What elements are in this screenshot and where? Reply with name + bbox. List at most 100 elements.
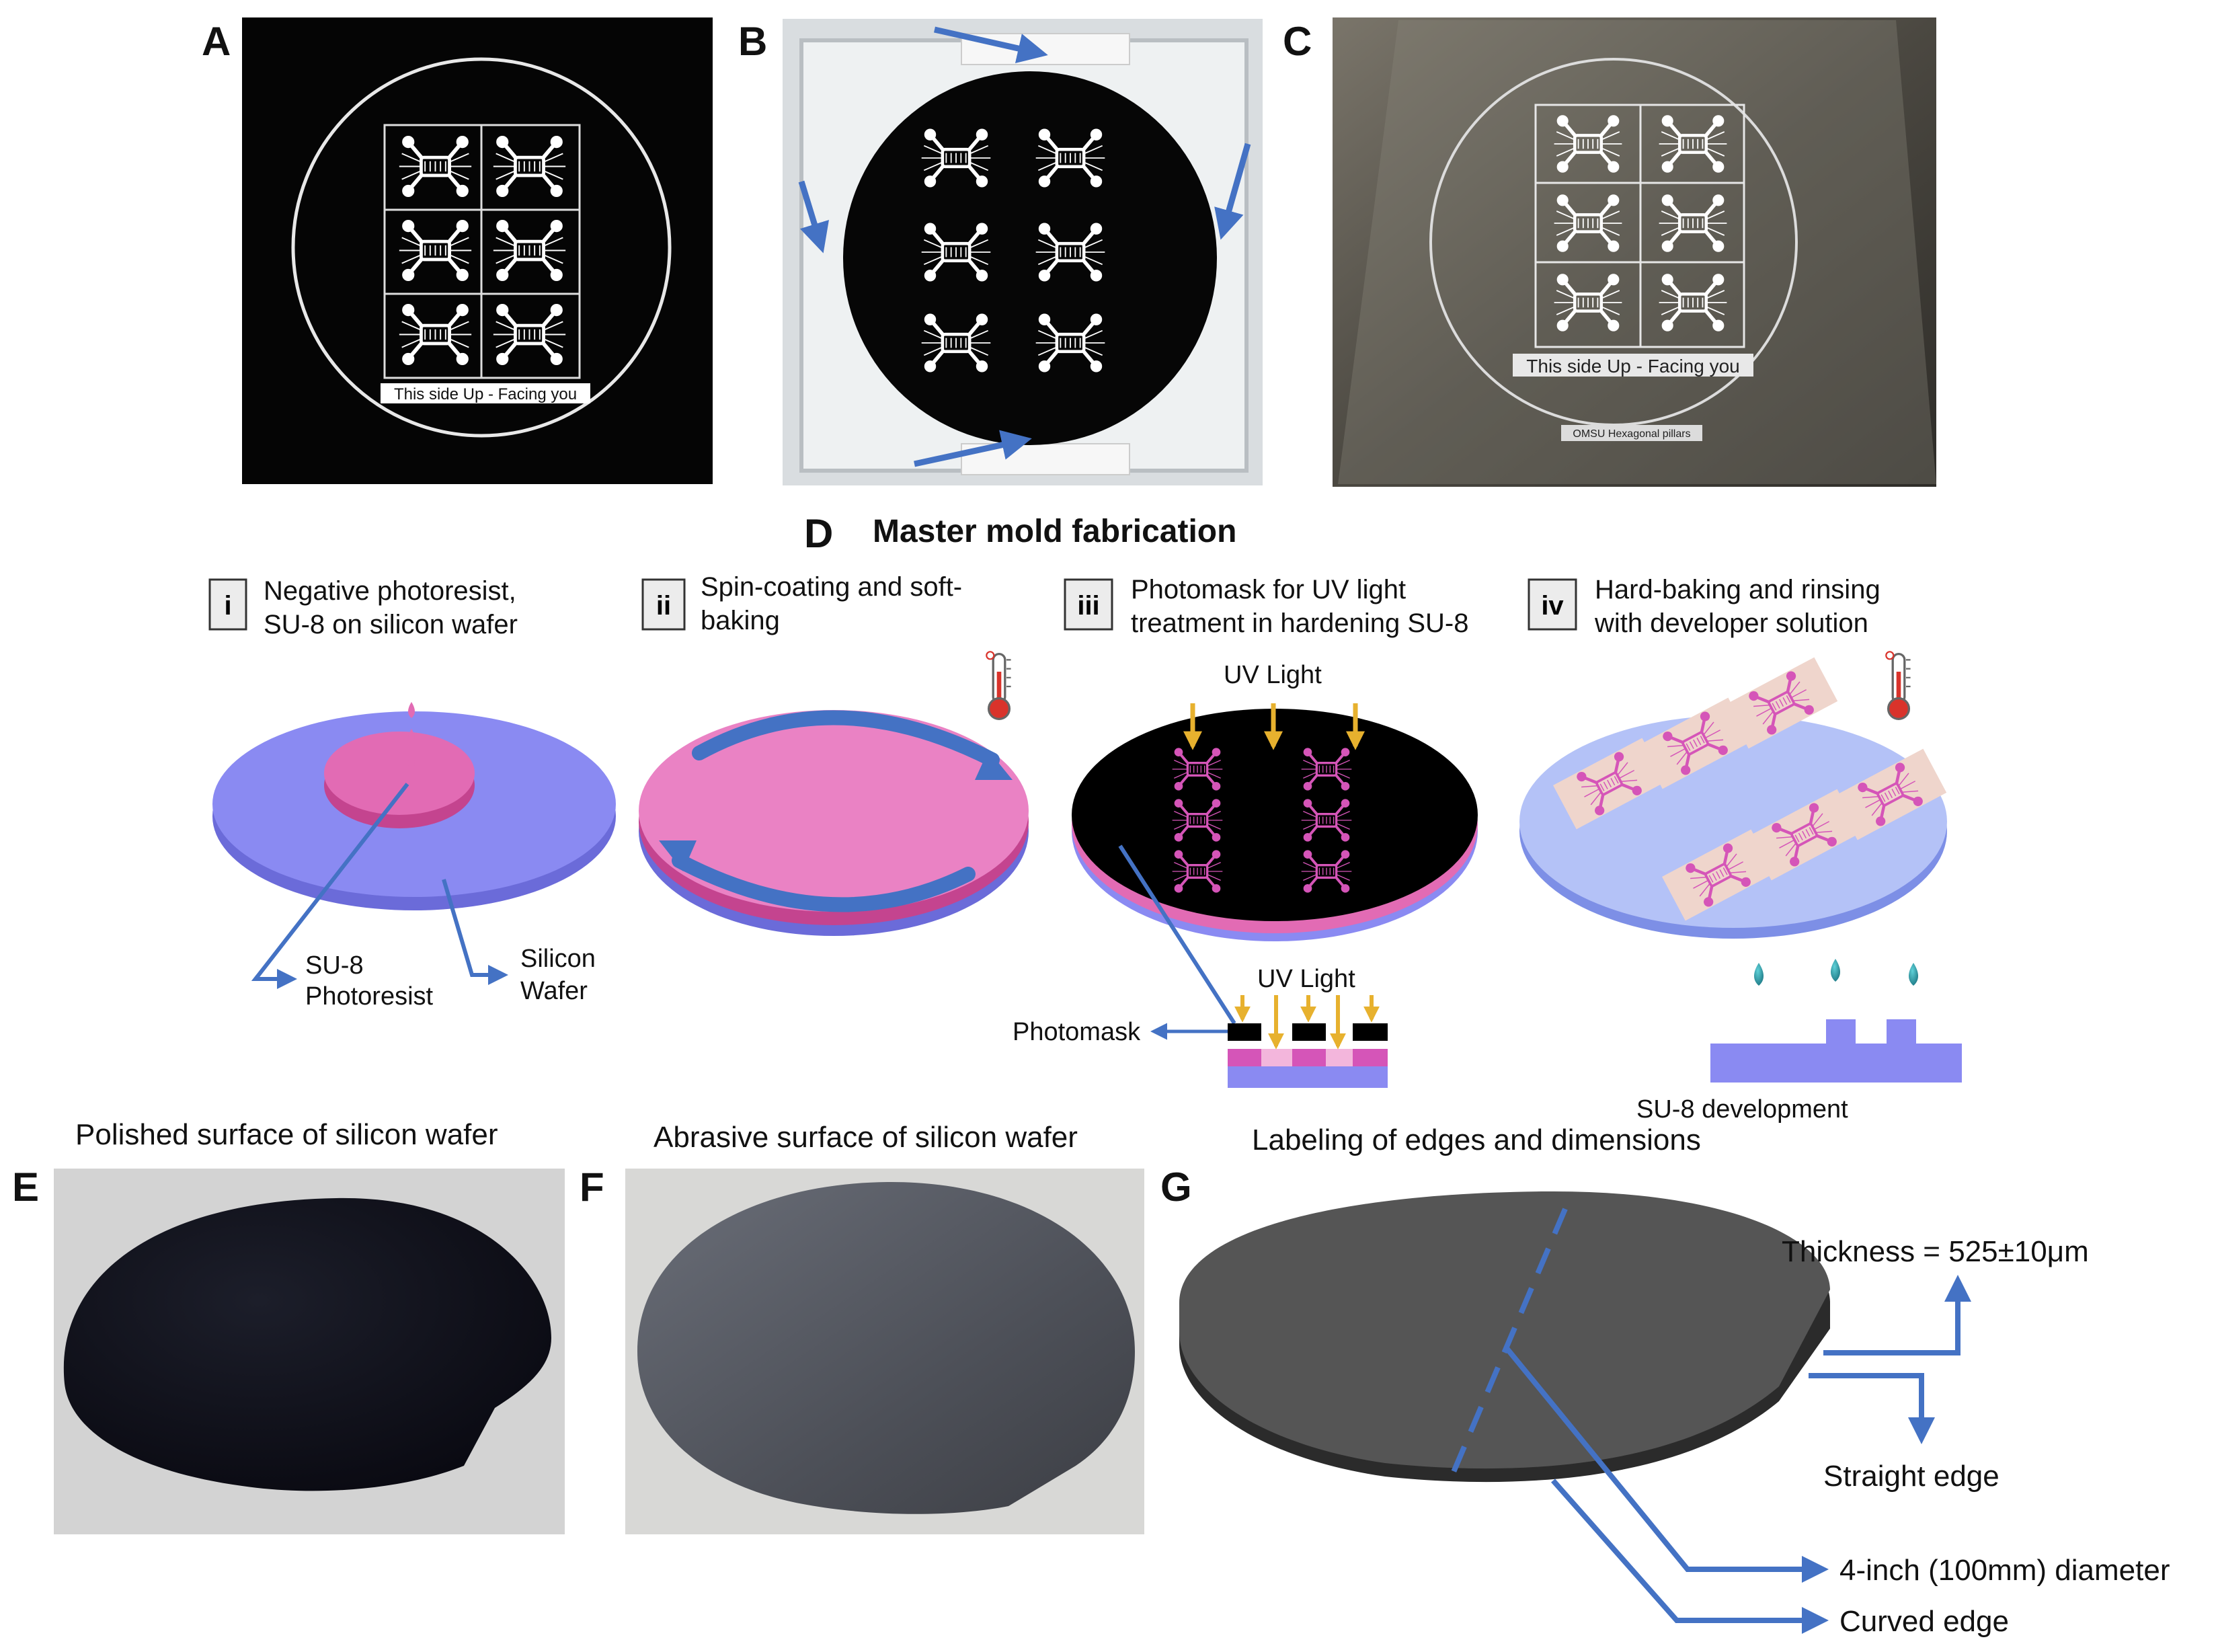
panel-d-title: Master mold fabrication: [873, 514, 1236, 549]
panel-label-a: A: [202, 19, 231, 64]
wafer-black: [843, 71, 1217, 445]
photomask: [1072, 709, 1478, 921]
drop: [408, 729, 415, 745]
step-text-line2: baking: [701, 606, 780, 635]
rotation-arrowhead: [659, 840, 697, 871]
step-num-box: [208, 578, 247, 631]
corner-label-box: [1561, 425, 1702, 441]
wafer-top: [1179, 1191, 1830, 1469]
panel-label-b: B: [738, 19, 767, 64]
step-text-line1: Hard-baking and rinsing: [1595, 575, 1880, 604]
rotation-arrowhead: [975, 750, 1013, 780]
drop: [408, 754, 415, 771]
step-num-box: [1528, 578, 1577, 631]
thermometer-icon: [985, 650, 1013, 721]
step-text-line2: SU-8 on silicon wafer: [264, 610, 518, 639]
step-i-illustration: SU-8 Photoresist Silicon Wafer: [212, 702, 616, 1011]
spin-coated-su8: [639, 710, 1029, 912]
development-label: SU-8 development: [1636, 1095, 1848, 1124]
alignment-arrows: [798, 26, 1251, 467]
straight-edge-arrow: [1809, 1373, 1935, 1444]
corner-label: OMSU Hexagonal pillars: [1573, 428, 1690, 440]
glass-mold-photo: [1333, 17, 1936, 487]
diameter-label: 4-inch (100mm) diameter: [1839, 1554, 2170, 1587]
step-num-box: [1064, 578, 1113, 631]
photomask-label: Photomask: [1013, 1018, 1141, 1046]
mask-text-box: [1513, 354, 1753, 377]
panel-b: B: [738, 19, 1263, 485]
rotation-arrow: [692, 710, 1000, 767]
wafer-outline: [291, 57, 672, 438]
step-num: iii: [1077, 591, 1099, 621]
uv-light-inset-label: UV Light: [1257, 965, 1355, 993]
uv-arrows: [1183, 703, 1365, 750]
panel-label-c: C: [1283, 19, 1312, 64]
panel-e-caption: Polished surface of silicon wafer: [75, 1118, 498, 1151]
panel-g-caption: Labeling of edges and dimensions: [1252, 1124, 1701, 1156]
step-header-iii: iii Photomask for UV light treatment in …: [1064, 575, 1469, 638]
panel-d: D Master mold fabrication i Negative pho…: [208, 511, 1962, 1124]
rotation-arrow: [672, 853, 976, 912]
mask-text: This side Up - Facing you: [1526, 356, 1739, 377]
mask-text-box: [381, 383, 590, 403]
step-header-ii: ii Spin-coating and soft- baking: [641, 572, 962, 635]
photomask-film: [242, 17, 713, 484]
panel-label-d: D: [804, 511, 833, 556]
step-iv-illustration: SU-8 development: [1519, 650, 1962, 1124]
chip-array: [1534, 104, 1745, 348]
panel-f: Abrasive surface of silicon wafer F: [580, 1121, 1144, 1534]
uv-light-label: UV Light: [1224, 661, 1322, 689]
inset-mask: [1228, 1023, 1261, 1041]
step-text-line1: Photomask for UV light: [1131, 575, 1406, 604]
curved-edge-label: Curved edge: [1839, 1605, 2009, 1638]
su8-label-line1: SU-8: [305, 951, 364, 980]
step-ii-illustration: [639, 650, 1029, 936]
developer-drop: [1754, 963, 1764, 986]
su8-callout-arrow: [251, 783, 409, 989]
developer-drop: [1831, 959, 1840, 982]
panel-c: C This side Up - Facing you OMSU Hexagon…: [1283, 17, 1936, 487]
step-text-line1: Negative photoresist,: [264, 576, 516, 606]
inset-uv-arrows: [1234, 995, 1380, 1050]
inset-wafer: [1228, 1066, 1388, 1088]
developer-drop: [1909, 963, 1918, 986]
straight-edge-label: Straight edge: [1823, 1460, 1999, 1493]
mask-text: This side Up - Facing you: [394, 385, 577, 403]
wafer-label-line1: Silicon: [520, 945, 596, 973]
panel-a: A This side Up - Facing you: [202, 17, 713, 484]
abrasive-wafer: [637, 1181, 1135, 1514]
step-text-line2: with developer solution: [1594, 608, 1868, 638]
step-text-line2: treatment in hardening SU-8: [1131, 608, 1469, 638]
su8-development-profile: [1710, 1019, 1962, 1083]
glass-plate: [1338, 20, 1936, 484]
curved-edge-arrow: [1551, 1479, 1829, 1634]
drop: [408, 702, 415, 718]
thermometer-icon: [1885, 650, 1912, 721]
step-num: i: [224, 591, 231, 621]
panel-g: Labeling of edges and dimensions G Thick…: [1160, 1124, 2170, 1638]
step-header-iv: iv Hard-baking and rinsing with develope…: [1528, 575, 1880, 638]
diameter-dashed-line: [1450, 1208, 1568, 1477]
wafer-callout-arrow: [442, 879, 508, 985]
su8-label-line2: Photoresist: [305, 982, 434, 1011]
patterned-chips: [1553, 657, 1947, 921]
step-iii-illustration: UV Light UV Light: [1013, 661, 1478, 1088]
wafer-label-line2: Wafer: [520, 977, 588, 1005]
thickness-label: Thickness = 525±10μm: [1782, 1235, 2089, 1268]
polished-wafer: [63, 1197, 551, 1491]
su8-photoresist: [324, 732, 475, 815]
panel-label-f: F: [580, 1165, 604, 1210]
step-num: ii: [656, 591, 671, 621]
step-num-box: [641, 578, 686, 631]
panel-label-g: G: [1160, 1165, 1192, 1210]
panel-e: Polished surface of silicon wafer E: [12, 1118, 565, 1534]
step-num: iv: [1541, 591, 1564, 621]
step-header-i: i Negative photoresist, SU-8 on silicon …: [208, 576, 518, 639]
panel-f-caption: Abrasive surface of silicon wafer: [653, 1121, 1078, 1154]
step-text-line1: Spin-coating and soft-: [701, 572, 962, 602]
chip-array: [383, 124, 581, 379]
panel-label-e: E: [12, 1165, 39, 1210]
inset-pointer: [1118, 844, 1236, 1025]
diameter-arrow: [1503, 1345, 1829, 1583]
